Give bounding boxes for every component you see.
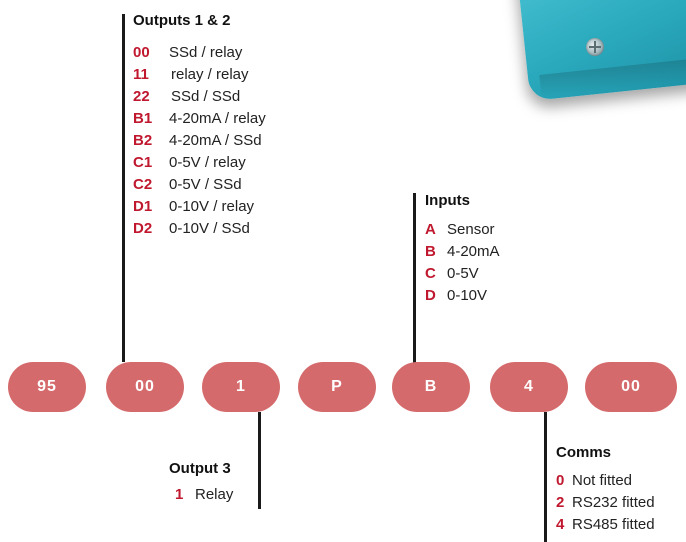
list-item: D2 0-10V / SSd bbox=[133, 218, 266, 240]
option-desc: Relay bbox=[195, 486, 234, 503]
list-item: B 4-20mA bbox=[425, 241, 500, 263]
comms-leader-line bbox=[544, 412, 547, 542]
option-desc: RS485 fitted bbox=[572, 516, 655, 533]
option-code: 4 bbox=[556, 516, 565, 533]
list-item: 2 RS232 fitted bbox=[556, 492, 655, 514]
list-item: D 0-10V bbox=[425, 285, 500, 307]
list-item: A Sensor bbox=[425, 219, 500, 241]
option-code: D bbox=[425, 287, 436, 304]
list-item: 00 SSd / relay bbox=[133, 42, 266, 64]
option-desc: 0-5V / relay bbox=[169, 154, 246, 171]
outputs12-title: Outputs 1 & 2 bbox=[133, 12, 231, 29]
option-desc: SSd / SSd bbox=[171, 88, 241, 105]
part-code-segment-inputs: B bbox=[392, 362, 470, 412]
list-item: 11 relay / relay bbox=[133, 64, 266, 86]
part-code-segment-series: 95 bbox=[8, 362, 86, 412]
list-item: D1 0-10V / relay bbox=[133, 196, 266, 218]
option-code: 11 bbox=[133, 66, 149, 83]
option-code: D1 bbox=[133, 198, 153, 215]
option-code: C2 bbox=[133, 176, 153, 193]
option-desc: 0-5V bbox=[447, 265, 479, 282]
option-desc: 4-20mA / SSd bbox=[169, 132, 262, 149]
option-code: 1 bbox=[175, 486, 184, 503]
part-code-segment-output3: 1 bbox=[202, 362, 280, 412]
output3-leader-line bbox=[258, 412, 261, 509]
list-item: 4 RS485 fitted bbox=[556, 514, 655, 536]
option-code: B bbox=[425, 243, 436, 260]
option-desc: 4-20mA bbox=[447, 243, 500, 260]
option-code: 0 bbox=[556, 472, 565, 489]
list-item: B2 4-20mA / SSd bbox=[133, 130, 266, 152]
comms-list: 0 Not fitted 2 RS232 fitted 4 RS485 fitted bbox=[556, 470, 655, 536]
output3-list: 1 Relay bbox=[175, 484, 233, 506]
option-desc: Sensor bbox=[447, 221, 495, 238]
list-item: B1 4-20mA / relay bbox=[133, 108, 266, 130]
option-desc: SSd / relay bbox=[169, 44, 243, 61]
list-item: 22 SSd / SSd bbox=[133, 86, 266, 108]
option-desc: 0-5V / SSd bbox=[169, 176, 242, 193]
option-code: B2 bbox=[133, 132, 153, 149]
option-code: 00 bbox=[133, 44, 150, 61]
option-code: C bbox=[425, 265, 436, 282]
outputs12-leader-line bbox=[122, 14, 125, 362]
screw-icon bbox=[586, 38, 604, 56]
option-desc: 4-20mA / relay bbox=[169, 110, 266, 127]
option-desc: 0-10V bbox=[447, 287, 488, 304]
option-desc: 0-10V / SSd bbox=[169, 220, 250, 237]
option-desc: RS232 fitted bbox=[572, 494, 655, 511]
part-code-segment-comms: 4 bbox=[490, 362, 568, 412]
option-code: 22 bbox=[133, 88, 150, 105]
option-code: 2 bbox=[556, 494, 565, 511]
list-item: C2 0-5V / SSd bbox=[133, 174, 266, 196]
part-code-segment-p: P bbox=[298, 362, 376, 412]
list-item: 0 Not fitted bbox=[556, 470, 655, 492]
option-desc: 0-10V / relay bbox=[169, 198, 255, 215]
part-code-segment-outputs12: 00 bbox=[106, 362, 184, 412]
option-desc: relay / relay bbox=[171, 66, 249, 83]
inputs-title: Inputs bbox=[425, 192, 470, 209]
inputs-list: A Sensor B 4-20mA C 0-5V D 0-10V bbox=[425, 219, 500, 307]
outputs12-list: 00 SSd / relay 11 relay / relay 22 SSd / SS… bbox=[133, 42, 266, 240]
option-code: A bbox=[425, 221, 436, 238]
comms-title: Comms bbox=[556, 444, 612, 461]
list-item: 1 Relay bbox=[175, 484, 233, 506]
inputs-leader-line bbox=[413, 193, 416, 363]
option-code: B1 bbox=[133, 110, 153, 127]
list-item: C1 0-5V / relay bbox=[133, 152, 266, 174]
option-code: C1 bbox=[133, 154, 153, 171]
list-item: C 0-5V bbox=[425, 263, 500, 285]
part-code-segment-suffix: 00 bbox=[585, 362, 677, 412]
option-desc: Not fitted bbox=[572, 472, 633, 489]
output3-title: Output 3 bbox=[169, 460, 231, 477]
option-code: D2 bbox=[133, 220, 153, 237]
